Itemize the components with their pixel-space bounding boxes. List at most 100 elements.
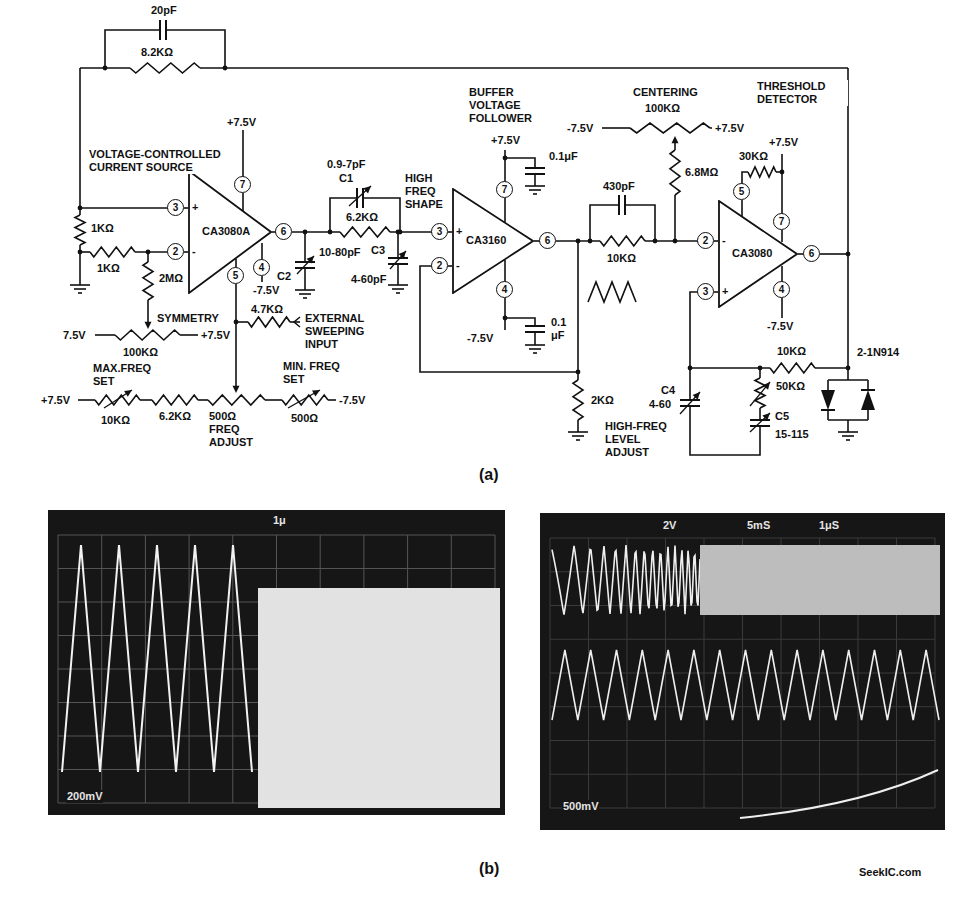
pin-number: 5 [227, 267, 244, 284]
component-label: -7.5V [566, 122, 594, 135]
component-label: 10KΩ [606, 252, 637, 265]
component-label: C1 [338, 172, 354, 185]
ground-symbol [295, 289, 315, 291]
wire [674, 195, 676, 241]
amplifier-triangle [719, 201, 797, 307]
wire [759, 408, 761, 420]
figure-letter: (b) [478, 860, 500, 878]
capacitor-plate [525, 325, 545, 327]
arrowhead [145, 322, 152, 329]
ground-symbol [533, 352, 537, 354]
wire [504, 198, 506, 222]
resistor-symbol [75, 215, 85, 245]
wire [714, 291, 718, 293]
pin-number: 3 [697, 283, 714, 300]
wire [505, 158, 535, 168]
resistor-symbol [573, 380, 583, 420]
component-label: THRESHOLD DETECTOR [756, 80, 848, 106]
component-label: 10KΩ [776, 345, 807, 358]
graticule [550, 639, 935, 640]
arrowhead [233, 386, 240, 393]
resistor-symbol [208, 395, 265, 405]
part-number: CA3080 [732, 247, 772, 260]
wire [534, 174, 536, 186]
component-label: 100KΩ [122, 346, 159, 359]
resistor-symbol [770, 363, 815, 373]
resistor-symbol [143, 262, 153, 300]
adjust-arrow [349, 186, 371, 206]
pin-number: 3 [431, 223, 448, 240]
scope-setting: 1μS [818, 519, 840, 532]
wire [714, 240, 718, 242]
resistor-symbol [115, 330, 180, 340]
amplifier-triangle: +-CA3160 [452, 188, 534, 294]
wire [820, 253, 848, 255]
capacitor-plate [750, 425, 770, 427]
component-label: CENTERING [632, 86, 699, 99]
component-label: 2-1N914 [856, 346, 900, 359]
scope-setting: 2V [662, 519, 677, 532]
wire [504, 260, 506, 282]
wire [827, 410, 829, 420]
adjust-arrowhead [312, 390, 320, 397]
component-label: +7.5V [200, 329, 231, 342]
input-polarity: + [722, 285, 728, 298]
component-label: -7.5V [338, 394, 366, 407]
ground-symbol [842, 435, 854, 437]
wire [504, 150, 506, 182]
arrowhead [672, 136, 679, 143]
ground-symbol [838, 431, 858, 433]
triangle-waveform [62, 545, 252, 772]
wire [420, 266, 578, 372]
wire [79, 68, 81, 215]
wire [710, 127, 712, 129]
pin-number: 2 [431, 257, 448, 274]
resistor-symbol [630, 123, 710, 133]
component-label: MAX.FREQ SET [92, 362, 156, 388]
pin-number: 7 [234, 176, 251, 193]
wire [397, 232, 399, 258]
adjust-arrowhead [307, 256, 315, 264]
wire [625, 205, 655, 241]
adjust-arrowhead [693, 392, 700, 400]
triangle-wave-icon [588, 282, 636, 302]
junction-dot [588, 239, 593, 244]
junction-dot [688, 366, 693, 371]
input-polarity: - [722, 234, 726, 247]
adjust-arrowhead [124, 390, 132, 397]
sweep-ramp [740, 770, 938, 818]
input-polarity: - [192, 245, 196, 258]
ground-symbol [388, 284, 408, 286]
adjust-arrow [288, 390, 320, 408]
graticule [58, 568, 495, 569]
junction-dot [303, 230, 308, 235]
component-label: C3 [370, 244, 386, 257]
wire [265, 399, 282, 401]
ground-symbol [303, 297, 307, 299]
component-label: 500Ω [290, 412, 319, 425]
scope-setting: 200mV [66, 790, 103, 803]
adjust-arrow [297, 256, 314, 274]
resistor-symbol [90, 247, 135, 257]
junction-dot [576, 370, 581, 375]
junction-dot [103, 66, 108, 71]
ground-symbol [525, 344, 545, 346]
wire [242, 130, 244, 177]
wire [184, 251, 188, 253]
wire [140, 399, 152, 401]
junction-dot [78, 206, 83, 211]
junction-dot [78, 250, 83, 255]
component-label: 4-60pF [350, 273, 387, 286]
resistor-symbol [282, 395, 328, 405]
diode-bar [861, 389, 875, 391]
component-label: 8.2KΩ [140, 46, 174, 59]
component-label: C2 [276, 270, 292, 283]
component-label: 430pF [602, 180, 636, 193]
wire [135, 251, 168, 253]
scope-setting: 1μ [272, 514, 287, 527]
scope-photo [540, 513, 945, 830]
graticule [550, 673, 935, 674]
component-label: 500Ω FREQ ADJUST [208, 410, 270, 449]
wire [590, 205, 619, 241]
